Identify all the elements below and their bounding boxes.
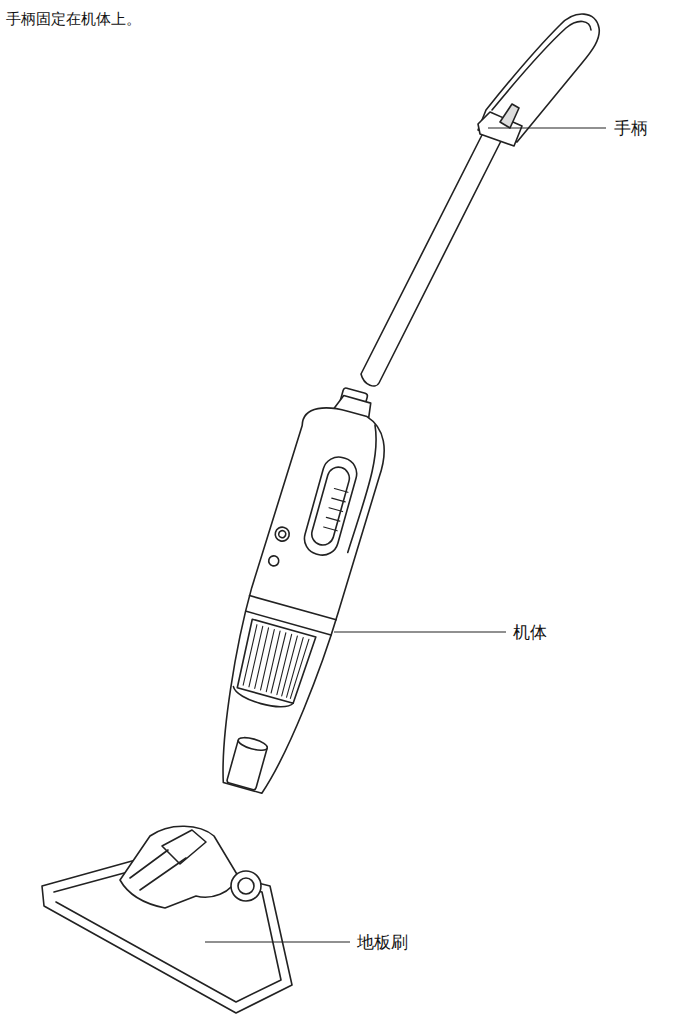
floor-brush-groove <box>130 850 186 890</box>
floor-brush-neck <box>120 826 238 908</box>
leader-line <box>334 631 506 632</box>
part-name: 手柄 <box>612 117 650 139</box>
vacuum-body <box>199 378 400 801</box>
handle-tube <box>361 131 502 386</box>
leader-line <box>205 941 350 942</box>
floor-brush-knob <box>231 871 261 901</box>
part-name: 地板刷 <box>355 931 410 953</box>
leader-line <box>488 127 606 128</box>
part-name: 机体 <box>511 621 549 643</box>
instruction-note: 手柄固定在机体上。 <box>4 8 143 30</box>
handle-grip-edge <box>492 21 591 110</box>
handle-trigger <box>500 104 519 128</box>
